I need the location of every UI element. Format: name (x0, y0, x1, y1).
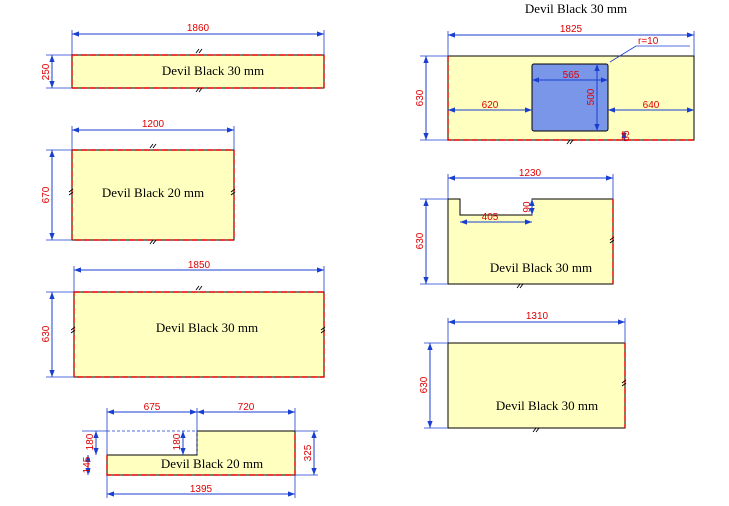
slab-5-height: 630 (415, 89, 426, 106)
slab-4-width-right: 720 (238, 402, 255, 413)
sink-bottom-offset: 65 (621, 130, 632, 142)
sink-height: 500 (586, 88, 597, 105)
slab-3: 1850 630 Devil Black 30 mm (41, 260, 326, 378)
slab-7: 1310 630 Devil Black 30 mm (419, 311, 627, 433)
slab-4: 675 720 1395 145 180 180 325 Devil Black… (82, 402, 318, 498)
slab-5-width: 1825 (560, 24, 583, 35)
slab-5-label: Devil Black 30 mm (525, 1, 627, 16)
slab-2: 1200 670 Devil Black 20 mm (41, 119, 236, 245)
sink-right-offset: 640 (643, 100, 660, 111)
slab-2-height: 670 (41, 186, 52, 203)
slab-4-label: Devil Black 20 mm (161, 456, 263, 471)
slab-1: 1860 250 Devil Black 30 mm (41, 23, 325, 93)
slab-7-height: 630 (419, 376, 430, 393)
slab-5-radius: r=10 (638, 36, 659, 47)
slab-6-notch-height: 90 (522, 201, 533, 213)
slab-3-height: 630 (41, 325, 52, 342)
sink-width: 565 (563, 70, 580, 81)
slab-3-label: Devil Black 30 mm (156, 320, 258, 335)
slab-4-height-left: 145 (82, 456, 93, 473)
slab-1-height: 250 (41, 63, 52, 80)
slab-7-label: Devil Black 30 mm (496, 398, 598, 413)
slab-4-height-right: 325 (303, 444, 314, 461)
slab-6-label: Devil Black 30 mm (490, 260, 592, 275)
slab-2-label: Devil Black 20 mm (102, 185, 204, 200)
slab-7-width: 1310 (526, 311, 549, 322)
slab-3-width: 1850 (188, 260, 211, 271)
slab-4-width-left: 675 (144, 402, 161, 413)
slab-4-notch-height-inner: 180 (172, 433, 183, 450)
slab-6-width: 1230 (519, 168, 542, 179)
slab-5: Devil Black 30 mm 1825 r=10 565 500 620 … (415, 1, 695, 145)
slab-1-label: Devil Black 30 mm (162, 63, 264, 78)
slab-2-width: 1200 (142, 119, 165, 130)
slab-4-width-total: 1395 (190, 484, 213, 495)
slab-6-notch-width: 405 (482, 212, 499, 223)
slab-1-width: 1860 (187, 23, 210, 34)
sink-left-offset: 620 (482, 100, 499, 111)
slab-6-height: 630 (415, 232, 426, 249)
slab-4-notch-height: 180 (85, 433, 96, 450)
slab-6: 1230 405 90 630 Devil Black 30 mm (415, 168, 615, 289)
